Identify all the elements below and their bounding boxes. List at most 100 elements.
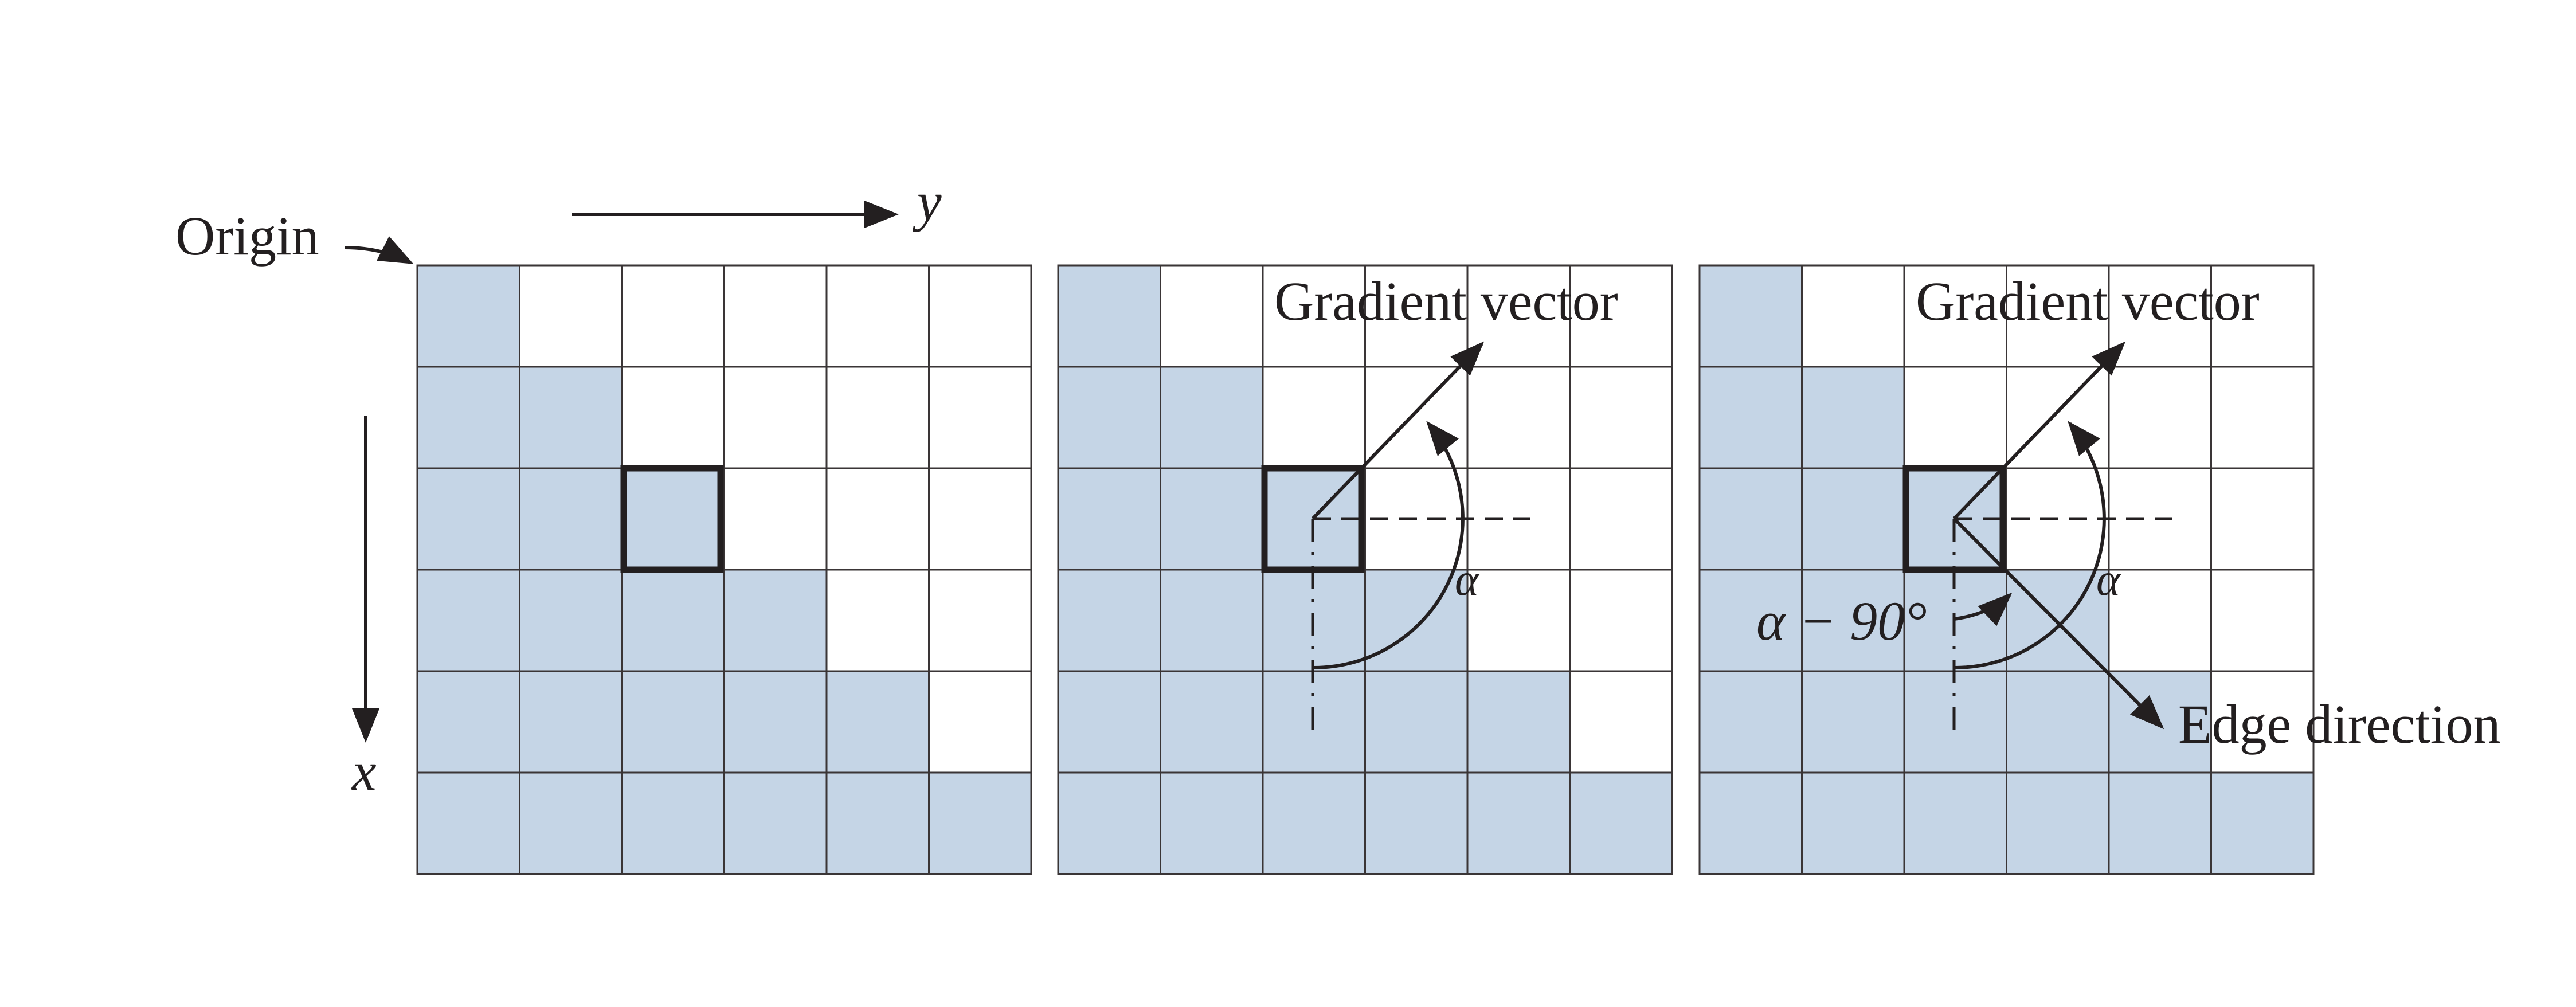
pixel-cell: [1057, 467, 1161, 571]
panel-2-grid: [1057, 264, 1673, 875]
pixel-cell: [1466, 771, 1571, 875]
pixel-cell: [1569, 569, 1673, 672]
pixel-cell: [1466, 264, 1571, 368]
pixel-cell: [2210, 467, 2315, 571]
gradient-vector-arrow: [1952, 341, 2126, 520]
pixel-cell: [1364, 569, 1469, 672]
pixel-cell: [825, 670, 930, 774]
pixel-cell: [416, 366, 520, 469]
pixel-cell: [2006, 670, 2110, 774]
pixel-cell: [825, 467, 930, 571]
pixel-cell: [416, 670, 520, 774]
pixel-cell: [416, 467, 520, 571]
pixel-cell: [1057, 366, 1161, 469]
pixel-cell: [825, 366, 930, 469]
pixel-cell: [928, 569, 1032, 672]
pixel-cell: [621, 264, 725, 368]
pixel-cell: [1903, 366, 2007, 469]
pixel-cell: [2210, 771, 2315, 875]
pixel-cell: [1364, 670, 1469, 774]
pixel-cell: [1698, 366, 1803, 469]
pixel-cell: [1466, 670, 1571, 774]
alpha-label: α: [2096, 555, 2121, 605]
pixel-cell: [519, 670, 623, 774]
pixel-cell: [1364, 771, 1469, 875]
pixel-cell: [1160, 670, 1264, 774]
alpha-label: α: [1455, 555, 1480, 605]
pixel-cell: [416, 569, 520, 672]
pixel-cell: [1801, 771, 1905, 875]
pixel-cell: [1903, 771, 2007, 875]
pixel-cell: [621, 771, 725, 875]
pixel-cell: [1569, 771, 1673, 875]
pixel-cell: [1698, 264, 1803, 368]
pixel-cell: [825, 264, 930, 368]
pixel-cell: [1466, 366, 1571, 469]
edge-direction-label: Edge direction: [2178, 693, 2500, 755]
alpha-minus-90-label: α − 90°: [1756, 590, 1927, 652]
gradient-vector-label: Gradient vector: [1916, 271, 2260, 332]
pixel-cell: [621, 569, 725, 672]
pixel-cell: [928, 264, 1032, 368]
pixel-cell: [519, 467, 623, 571]
pixel-cell: [1364, 366, 1469, 469]
pixel-cell: [519, 569, 623, 672]
pixel-cell: [1698, 670, 1803, 774]
pixel-cell: [1698, 771, 1803, 875]
pixel-cell: [928, 771, 1032, 875]
panel-2: Gradient vector α: [1057, 264, 1673, 875]
pixel-cell: [1569, 264, 1673, 368]
pixel-cell: [2210, 569, 2315, 672]
pixel-cell: [1160, 467, 1264, 571]
pixel-cell: [519, 264, 623, 368]
panel-1: [416, 264, 1032, 875]
pixel-cell: [621, 467, 725, 571]
pixel-cell: [2006, 771, 2110, 875]
alpha-minus-90-arc: [1953, 592, 2013, 626]
pixel-cell: [928, 467, 1032, 571]
panel-3: Gradient vector α α − 90° Edge direction: [1698, 264, 2500, 875]
alpha-angle-arc: [1312, 421, 1465, 670]
alpha-angle-arc: [1953, 421, 2106, 670]
highlighted-pixel: [620, 465, 724, 573]
pixel-cell: [1698, 569, 1803, 672]
gradient-vector-arrow: [1311, 341, 1485, 520]
pixel-cell: [2108, 569, 2212, 672]
pixel-cell: [1160, 569, 1264, 672]
pixel-cell: [1698, 467, 1803, 571]
edge-direction-arrow: [1952, 517, 2164, 730]
pixel-cell: [928, 670, 1032, 774]
pixel-cell: [1160, 264, 1264, 368]
pixel-cell: [723, 771, 828, 875]
pixel-cell: [1569, 467, 1673, 571]
pixel-cell: [723, 264, 828, 368]
pixel-cell: [1466, 569, 1571, 672]
pixel-cell: [1801, 670, 1905, 774]
pixel-cell: [1057, 569, 1161, 672]
pixel-cell: [723, 670, 828, 774]
gradient-vector-label: Gradient vector: [1274, 271, 1618, 332]
pixel-cell: [1160, 366, 1264, 469]
panel-1-grid: [416, 264, 1032, 875]
origin-arrow: [344, 236, 414, 264]
pixel-cell: [1903, 264, 2007, 368]
pixel-cell: [519, 366, 623, 469]
pixel-cell: [1569, 670, 1673, 774]
pixel-cell: [825, 569, 930, 672]
pixel-cell: [928, 366, 1032, 469]
pixel-cell: [2108, 366, 2212, 469]
pixel-cell: [1262, 366, 1366, 469]
y-axis-label: y: [912, 171, 942, 232]
pixel-cell: [1801, 264, 1905, 368]
pixel-cell: [1801, 467, 1905, 571]
pixel-cell: [723, 569, 828, 672]
pixel-cell: [2210, 670, 2315, 774]
pixel-cell: [621, 670, 725, 774]
pixel-cell: [1057, 670, 1161, 774]
x-axis-label: x: [351, 740, 377, 802]
origin-label: Origin: [175, 205, 319, 267]
pixel-cell: [2108, 771, 2212, 875]
pixel-cell: [1160, 771, 1264, 875]
pixel-cell: [519, 771, 623, 875]
pixel-cell: [1057, 771, 1161, 875]
